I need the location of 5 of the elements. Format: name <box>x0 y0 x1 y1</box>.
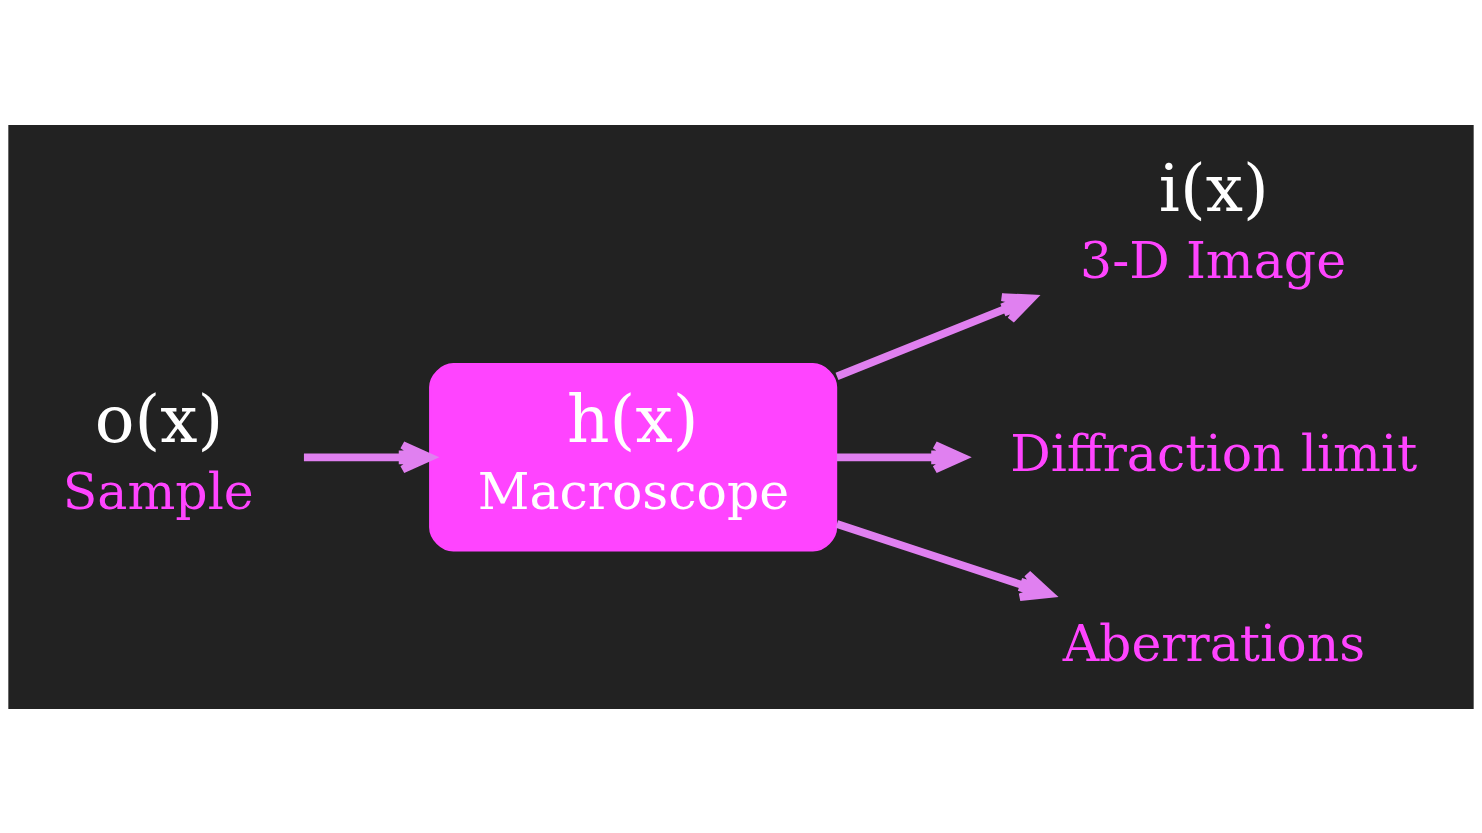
node-text: Aberrations <box>1062 613 1366 673</box>
node-box: h(x) Macroscope <box>429 362 838 552</box>
node-text: o(x) Sample <box>62 380 254 521</box>
node-text: i(x) 3-D Image <box>1080 149 1347 290</box>
node-text: Diffraction limit <box>1010 423 1418 483</box>
